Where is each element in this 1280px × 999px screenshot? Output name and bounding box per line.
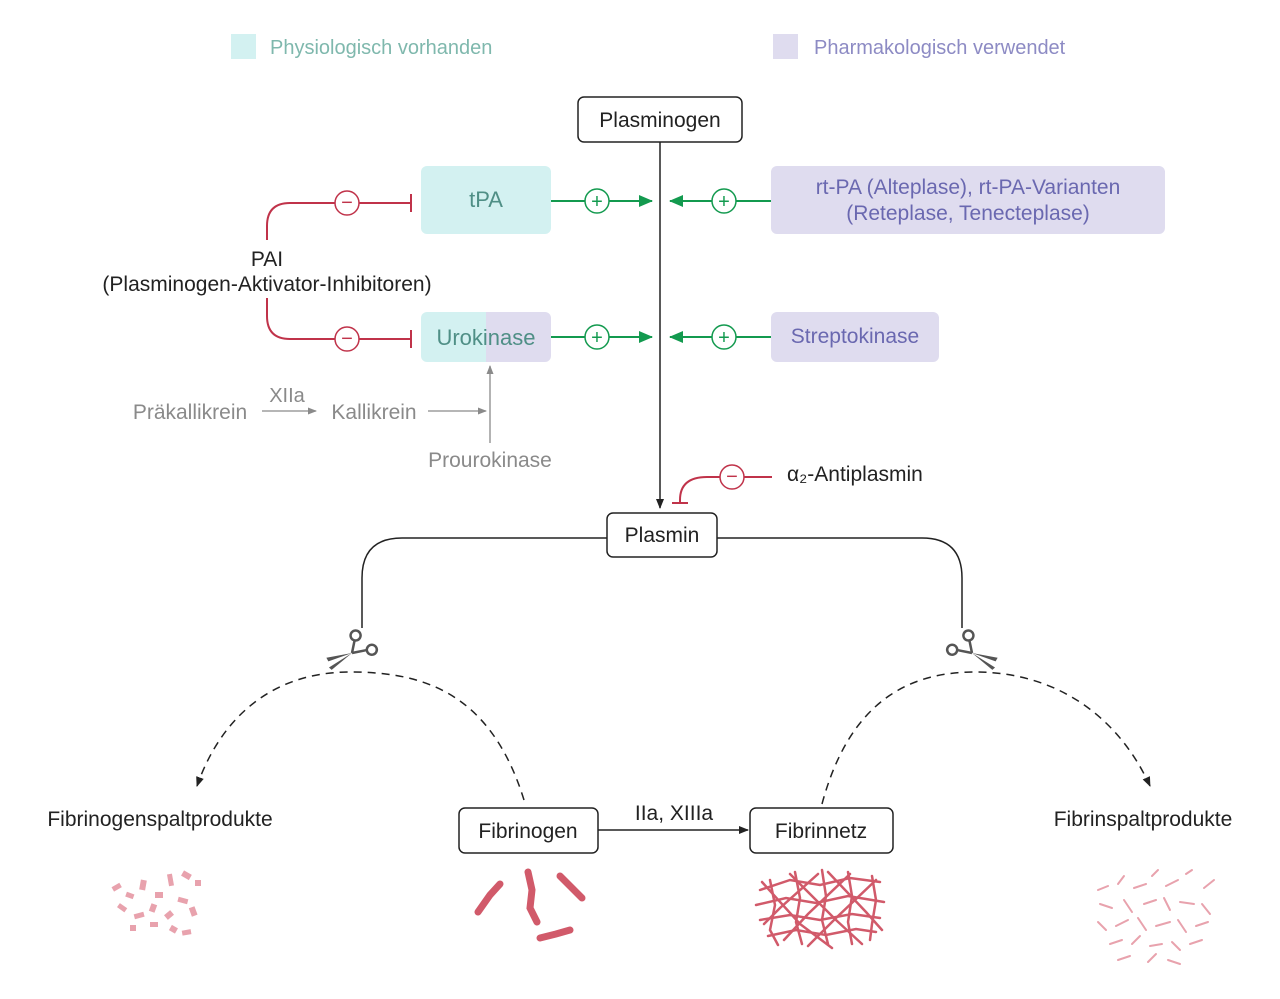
urokinase-label: Urokinase [436,325,535,350]
plus-sign: + [718,191,730,213]
xiia-label: XIIa [269,385,305,407]
urokinase-node: Urokinase [421,312,551,362]
legend-pharmacological-label: Pharmakologisch verwendet [814,37,1066,59]
fibrinogenspaltprodukte-label: Fibrinogenspaltprodukte [47,808,272,831]
kallikrein-label: Kallikrein [331,401,416,424]
scissors-icon [326,629,379,670]
plasminogen-label: Plasminogen [599,109,720,132]
rtpa-activation-arrow: + [669,188,771,214]
plasmin-label: Plasmin [625,524,700,547]
fibrinspaltprodukte-label: Fibrinspaltprodukte [1054,808,1233,831]
fibrinogen-fragments-image [111,870,201,936]
fibrinnetz-label: Fibrinnetz [775,820,867,843]
plus-sign: + [591,327,603,349]
fibrinogen-cleavage-arc [196,671,525,801]
plus-sign: + [718,327,730,349]
rtpa-label-line1: rt-PA (Alteplase), rt-PA-Varianten [816,176,1121,199]
fibrin-fragments-image [1097,869,1215,965]
scissors-icon [945,629,998,670]
minus-sign: − [341,328,353,350]
legend-pharmacological-swatch [773,34,798,59]
antiplasmin-inhibition: − [672,464,772,504]
tpa-label: tPA [469,187,503,212]
iia-xiiia-label: IIa, XIIIa [635,802,714,825]
pai-label-line2: (Plasminogen-Aktivator-Inhibitoren) [102,273,431,296]
legend-physiological-label: Physiologisch vorhanden [270,37,492,59]
praekallikrein-label: Präkallikrein [133,401,247,424]
fibrinogen-label: Fibrinogen [478,820,577,843]
pai-label-line1: PAI [251,248,283,271]
tpa-node: tPA [421,166,551,234]
antiplasmin-label: α₂-Antiplasmin [787,463,923,486]
rtpa-label-line2: (Reteplase, Tenecteplase) [846,202,1090,225]
fibrin-cleavage-arc [821,671,1151,805]
plasminogen-node: Plasminogen [577,96,743,143]
plus-sign: + [591,191,603,213]
fibrinnetz-node: Fibrinnetz [749,807,894,854]
streptokinase-activation-arrow: + [669,324,771,350]
fibrinogen-molecules-image [474,868,586,942]
plasmin-left-branch [361,537,607,628]
prourokinase-label: Prourokinase [428,449,552,472]
minus-sign: − [341,192,353,214]
rtpa-node: rt-PA (Alteplase), rt-PA-Varianten (Rete… [771,166,1165,234]
streptokinase-label: Streptokinase [791,325,919,348]
fibrin-network-image [754,868,886,950]
plasmin-node: Plasmin [606,512,718,558]
streptokinase-node: Streptokinase [771,312,939,362]
pai-inhibition-bracket: − − [266,190,412,352]
legend-physiological-swatch [231,34,256,59]
tpa-activation-arrow: + [551,188,653,214]
urokinase-activation-arrow: + [551,324,653,350]
plasmin-right-branch [717,537,963,628]
minus-sign: − [726,466,738,488]
fibrinogen-node: Fibrinogen [458,807,599,854]
